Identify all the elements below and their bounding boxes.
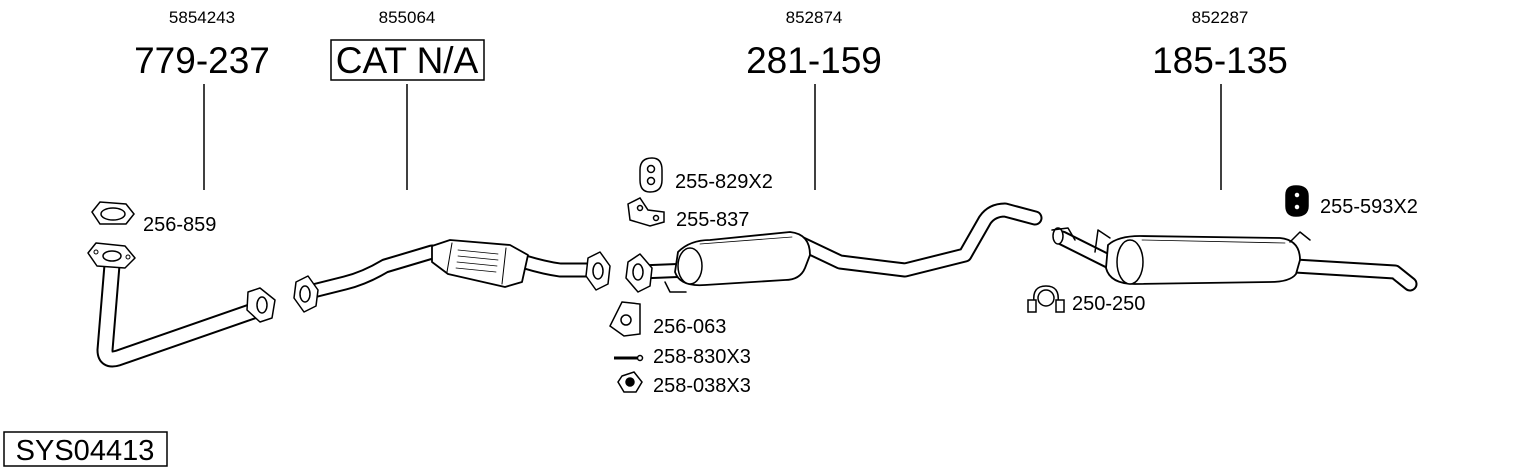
gasket-ring-icon: [91, 201, 135, 225]
part-number-middle-silencer: 281-159: [746, 40, 882, 81]
system-code: SYS04413: [16, 435, 155, 467]
oe-number-3: 852874: [786, 8, 843, 27]
system-code-box: [3, 431, 168, 467]
part-number-front-pipe: 779-237: [134, 40, 270, 81]
fitting-label-258-038X3: 258-038X3: [653, 375, 751, 397]
stud-bolt-icon: [614, 354, 644, 362]
catalyst-drawing: [293, 239, 611, 313]
front-pipe-drawing: [87, 242, 276, 368]
fitting-label-250-250: 250-250: [1072, 293, 1145, 315]
middle-silencer-drawing: [625, 202, 1043, 293]
leader-lines: [203, 84, 1222, 190]
fitting-label-258-830X3: 258-830X3: [653, 346, 751, 368]
fitting-label-255-829X2: 255-829X2: [675, 171, 773, 193]
part-number-catalyst: CAT N/A: [336, 40, 479, 81]
rear-silencer-drawing: [1051, 227, 1418, 292]
fitting-label-256-063: 256-063: [653, 316, 726, 338]
fitting-label-256-859: 256-859: [143, 214, 216, 236]
fitting-label-255-593X2: 255-593X2: [1320, 196, 1418, 218]
hex-nut-icon: [617, 371, 643, 393]
mounting-bracket-icon: [627, 197, 665, 227]
rubber-hanger-icon: [1285, 185, 1309, 217]
oe-number-4: 852287: [1192, 8, 1249, 27]
oe-number-2: 855064: [379, 8, 436, 27]
part-number-rear-silencer: 185-135: [1152, 40, 1288, 81]
flange-gasket-icon: [609, 301, 641, 337]
oe-number-1: 5854243: [169, 8, 235, 27]
rubber-hanger-icon: [639, 157, 663, 193]
pipe-clamp-icon: [1027, 285, 1065, 313]
cat-box: [330, 39, 485, 81]
fitting-label-255-837: 255-837: [676, 209, 749, 231]
